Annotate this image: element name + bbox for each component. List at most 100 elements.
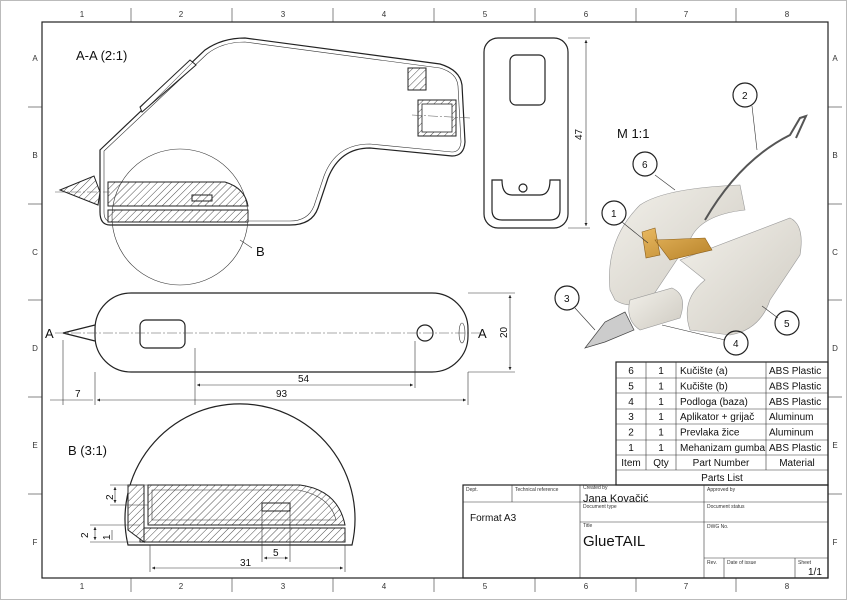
svg-text:B: B	[832, 151, 837, 160]
qty-cell: 1	[658, 443, 664, 454]
created-by-label: Created by	[583, 485, 608, 491]
svg-text:8: 8	[785, 582, 790, 591]
qty-cell: 1	[658, 428, 664, 439]
side-view[interactable]: 47	[483, 37, 590, 229]
svg-text:5: 5	[483, 582, 488, 591]
svg-text:F: F	[833, 538, 838, 547]
item-cell: 5	[628, 381, 634, 392]
part-number-cell: Mehanizam gumba	[680, 443, 765, 454]
item-cell: 3	[628, 412, 634, 423]
qty-cell: 1	[658, 412, 664, 423]
detail-b-circle	[111, 148, 249, 286]
svg-text:C: C	[32, 248, 38, 257]
svg-text:6: 6	[584, 582, 589, 591]
parts-list-row: 5 1 Kučište (b) ABS Plastic	[628, 381, 821, 392]
svg-text:7: 7	[684, 582, 689, 591]
isometric-exploded-view[interactable]: M 1:1 2 6 1 3 4 5	[554, 82, 808, 356]
dwg-no-label: DWG No.	[707, 524, 728, 530]
section-aa-label: A-A (2:1)	[76, 48, 127, 63]
svg-text:7: 7	[684, 10, 689, 19]
doc-status-label: Document status	[707, 504, 745, 510]
item-cell: 6	[628, 366, 634, 377]
sheet-value: 1/1	[808, 567, 822, 578]
svg-text:2: 2	[179, 10, 184, 19]
material-cell: ABS Plastic	[769, 381, 821, 392]
svg-text:3: 3	[281, 582, 286, 591]
balloon-1: 1	[611, 209, 617, 220]
svg-text:8: 8	[785, 10, 790, 19]
date-label: Date of issue	[727, 560, 756, 566]
format-value: Format A3	[470, 513, 517, 524]
rev-label: Rev.	[707, 560, 717, 566]
svg-text:A: A	[32, 54, 38, 63]
material-cell: Aluminum	[769, 412, 813, 423]
part-2-wire-sleeve	[704, 114, 808, 221]
parts-list-row: 3 1 Aplikator + grijač Aluminum	[628, 412, 813, 423]
svg-text:5: 5	[483, 10, 488, 19]
approved-by-label: Approved by	[707, 487, 736, 493]
dim-54: 54	[298, 374, 310, 385]
created-by-value: Jana Kovačić	[583, 493, 649, 505]
header-material: Material	[779, 458, 815, 469]
qty-cell: 1	[658, 397, 664, 408]
parts-list-title: Parts List	[701, 473, 743, 484]
svg-text:E: E	[32, 441, 37, 450]
section-view-aa[interactable]: A-A (2:1) B	[55, 37, 471, 286]
tech-ref-label: Technical reference	[515, 487, 559, 493]
svg-text:1: 1	[80, 10, 85, 19]
item-cell: 4	[628, 397, 634, 408]
balloon-3: 3	[564, 294, 570, 305]
detail-view-b[interactable]: B (3:1) 2 2 1 31 5	[68, 403, 356, 572]
svg-text:6: 6	[584, 10, 589, 19]
balloon-2: 2	[742, 91, 748, 102]
part-3-applicator	[584, 311, 635, 349]
part-1-button-mechanism	[641, 227, 713, 261]
part-number-cell: Kučište (a)	[680, 366, 728, 377]
drawing-title: GlueTAIL	[583, 533, 645, 550]
detail-callout-b: B	[256, 244, 265, 259]
svg-text:E: E	[832, 441, 837, 450]
dim-b-length: 31	[240, 558, 252, 569]
qty-cell: 1	[658, 381, 664, 392]
dim-b-d2: 2	[80, 532, 91, 538]
svg-text:D: D	[832, 344, 838, 353]
material-cell: ABS Plastic	[769, 366, 821, 377]
section-mark-a-left: A	[45, 326, 54, 341]
detail-b-label: B (3:1)	[68, 443, 107, 458]
part-4-base	[628, 287, 683, 331]
svg-text:1: 1	[80, 582, 85, 591]
balloons: 2 6 1 3 4 5	[554, 82, 800, 356]
title-block: Dept. Technical reference Created by Jan…	[462, 484, 829, 579]
svg-text:4: 4	[382, 582, 387, 591]
grid-ticks	[28, 8, 842, 592]
dim-20: 20	[499, 326, 510, 338]
part-number-cell: Aplikator + grijač	[680, 412, 754, 423]
dim-b-d1: 2	[105, 494, 116, 500]
doc-type-label: Document type	[583, 504, 617, 510]
svg-text:4: 4	[382, 10, 387, 19]
section-mark-a-right: A	[478, 326, 487, 341]
balloon-4: 4	[733, 339, 739, 350]
svg-text:F: F	[33, 538, 38, 547]
title-label: Title	[583, 523, 592, 529]
top-view[interactable]: A A 20 54 93 7	[45, 292, 515, 405]
part-number-cell: Podloga (baza)	[680, 397, 748, 408]
part-5-housing-b	[679, 217, 802, 336]
balloon-6: 6	[642, 160, 648, 171]
header-item: Item	[621, 458, 640, 469]
header-part-number: Part Number	[693, 458, 750, 469]
svg-text:2: 2	[179, 582, 184, 591]
material-cell: Aluminum	[769, 428, 813, 439]
item-cell: 1	[628, 443, 634, 454]
svg-text:B: B	[32, 151, 37, 160]
part-number-cell: Kučište (b)	[680, 381, 728, 392]
dim-b-slot: 5	[273, 548, 279, 559]
dept-label: Dept.	[466, 487, 478, 493]
svg-text:C: C	[832, 248, 838, 257]
